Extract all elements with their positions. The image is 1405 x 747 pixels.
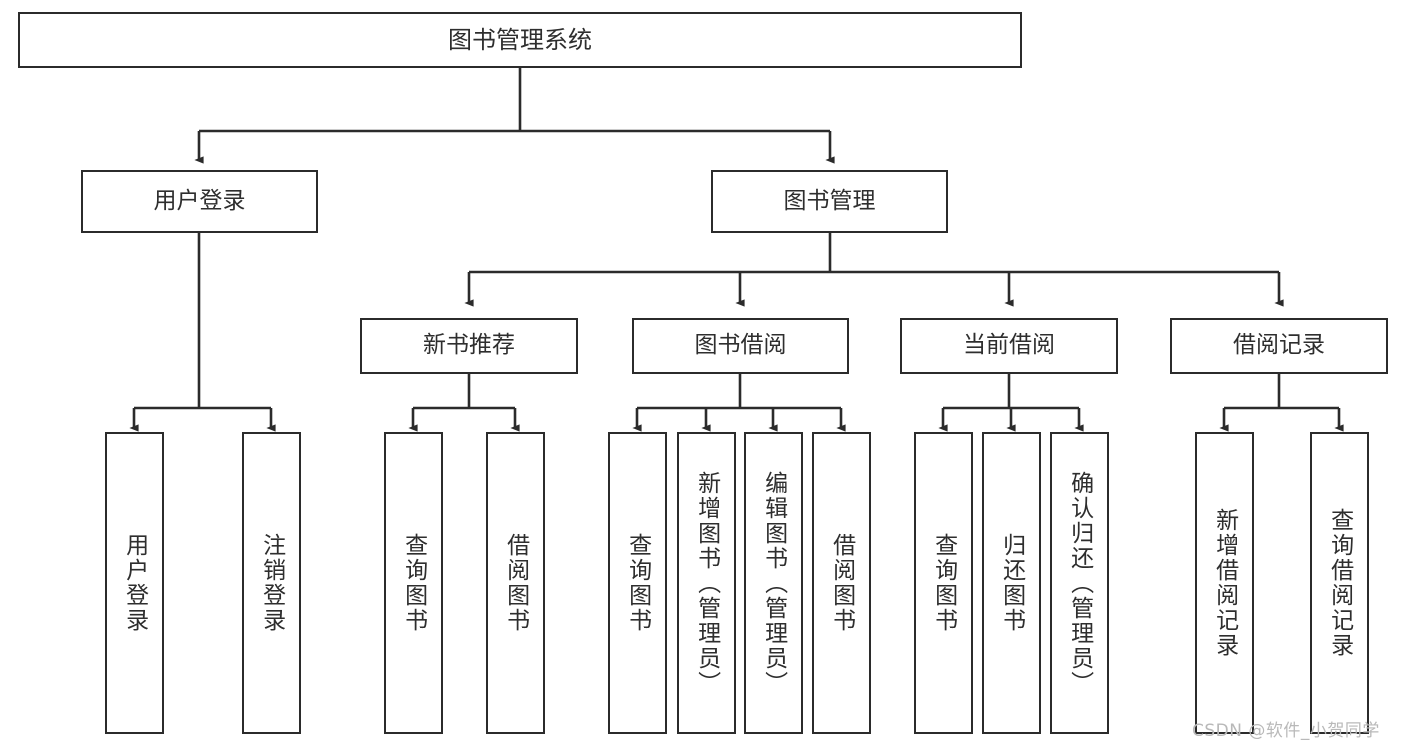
node-label: 借阅图书 [828,533,855,633]
node-label: 查询图书 [400,533,427,633]
node-label: 新增借阅记录 [1211,508,1238,658]
node-borrow-records[interactable]: 借阅记录 [1170,318,1388,374]
leaf-user-login[interactable]: 用户登录 [105,432,164,734]
leaf-edit-book-admin[interactable]: 编辑图书（管理员） [744,432,803,734]
leaf-confirm-return-admin[interactable]: 确认归还（管理员） [1050,432,1109,734]
leaf-query-book-recommend[interactable]: 查询图书 [384,432,443,734]
leaf-logout[interactable]: 注销登录 [242,432,301,734]
leaf-query-book-borrow[interactable]: 查询图书 [608,432,667,734]
node-new-book-recommend[interactable]: 新书推荐 [360,318,578,374]
node-book-borrow[interactable]: 图书借阅 [632,318,849,374]
node-book-management[interactable]: 图书管理 [711,170,948,233]
leaf-query-borrow-record[interactable]: 查询借阅记录 [1310,432,1369,734]
node-label: 注销登录 [258,533,285,633]
leaf-query-book-current[interactable]: 查询图书 [914,432,973,734]
leaf-add-borrow-record[interactable]: 新增借阅记录 [1195,432,1254,734]
node-label: 用户登录 [121,533,148,633]
node-label: 新书推荐 [423,332,515,359]
node-current-borrow[interactable]: 当前借阅 [900,318,1118,374]
node-label: 借阅图书 [502,533,529,633]
node-label: 用户登录 [153,187,246,214]
node-label: 图书借阅 [694,332,787,359]
node-label: 新增图书（管理员） [693,470,720,696]
leaf-return-book[interactable]: 归还图书 [982,432,1041,734]
leaf-borrow-book-recommend[interactable]: 借阅图书 [486,432,545,734]
leaf-add-book-admin[interactable]: 新增图书（管理员） [677,432,736,734]
watermark-text: CSDN @软件_小贺同学 [1192,721,1380,741]
node-label: 查询图书 [624,533,651,633]
node-root-system[interactable]: 图书管理系统 [18,12,1022,68]
node-label: 查询借阅记录 [1326,508,1353,658]
leaf-borrow-book[interactable]: 借阅图书 [812,432,871,734]
node-user-login[interactable]: 用户登录 [81,170,318,233]
node-label: 图书管理系统 [448,25,592,54]
node-label: 借阅记录 [1233,332,1325,359]
node-label: 当前借阅 [963,332,1055,359]
node-label: 查询图书 [930,533,957,633]
node-label: 确认归还（管理员） [1066,470,1093,696]
node-label: 编辑图书（管理员） [760,470,787,696]
node-label: 图书管理 [783,187,876,214]
node-label: 归还图书 [998,533,1025,633]
